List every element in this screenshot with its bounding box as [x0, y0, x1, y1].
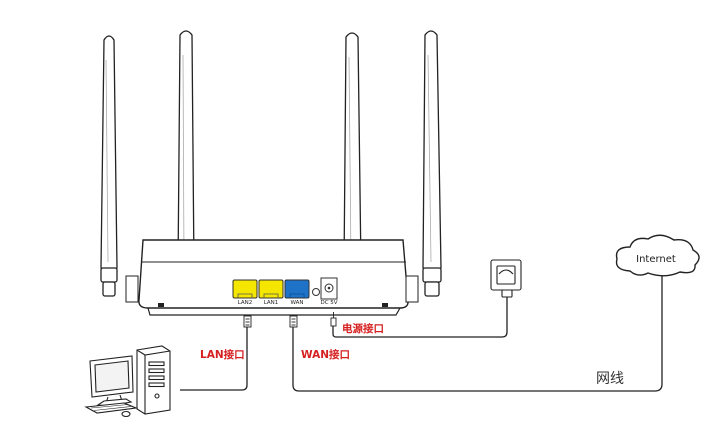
power-cable-plug — [330, 312, 337, 327]
lan-cable — [180, 327, 248, 391]
lan1-port-label: LAN1 — [264, 300, 279, 306]
dc-port-label: DC 5V — [320, 300, 337, 306]
power-adapter-icon — [490, 259, 522, 298]
wan-cable-plug — [289, 315, 298, 328]
lan-cable-plug — [243, 315, 252, 328]
wan-port-label: WAN — [290, 300, 303, 306]
lan1-port — [258, 279, 284, 299]
side-bracket-left — [125, 275, 139, 303]
lan2-port-label: LAN2 — [238, 300, 253, 306]
internet-cloud-icon — [615, 234, 700, 277]
power-port-callout: 电源接口 — [342, 322, 384, 335]
antenna-far-left — [100, 35, 118, 297]
computer-icon — [84, 345, 171, 418]
internet-label: Internet — [636, 254, 676, 265]
antenna-far-right — [422, 30, 442, 297]
dc-power-port — [320, 277, 338, 300]
network-cable-label: 网线 — [596, 371, 624, 387]
wan-port — [284, 279, 310, 299]
wan-port-callout: WAN接口 — [301, 348, 350, 361]
wan-cable — [292, 276, 663, 392]
reset-button — [312, 288, 320, 296]
side-bracket-right — [405, 275, 419, 303]
lan2-port — [232, 279, 258, 299]
power-cable — [332, 296, 508, 338]
lan-port-callout: LAN接口 — [200, 348, 245, 361]
